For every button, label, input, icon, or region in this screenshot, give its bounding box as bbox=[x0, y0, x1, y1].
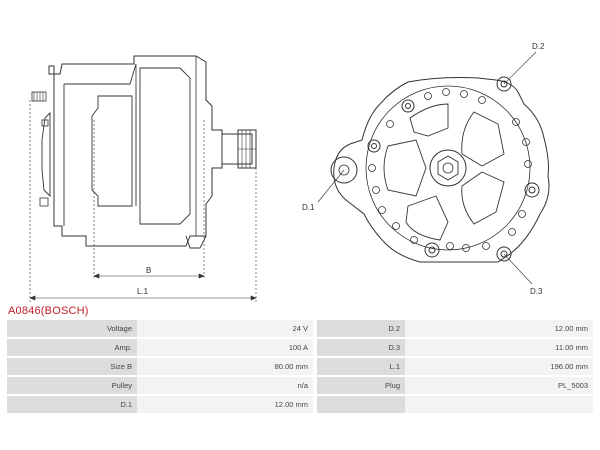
alternator-drawing: B L.1 bbox=[29, 42, 550, 302]
dim-label-d2: D.2 bbox=[532, 42, 545, 51]
spec-gap bbox=[313, 395, 317, 415]
dim-label-d3: D.3 bbox=[530, 287, 543, 296]
spec-value: 12.00 mm bbox=[405, 320, 593, 339]
spec-value: 24 V bbox=[137, 320, 313, 339]
spec-label: Pulley bbox=[7, 376, 137, 396]
spec-value: 12.00 mm bbox=[137, 395, 313, 415]
part-title: A0846(BOSCH) bbox=[8, 305, 89, 317]
spec-label: Plug bbox=[317, 376, 405, 396]
spec-value bbox=[405, 395, 593, 415]
spec-label: Amp. bbox=[7, 338, 137, 358]
spec-value: PL_5003 bbox=[405, 376, 593, 396]
spec-label: D.1 bbox=[7, 395, 137, 415]
front-view bbox=[330, 76, 550, 263]
spec-row: Size B 80.00 mm L.1 196.00 mm bbox=[7, 357, 593, 377]
spec-label: L.1 bbox=[317, 357, 405, 377]
spec-label bbox=[317, 395, 405, 415]
spec-table: Voltage 24 V D.2 12.00 mm Amp. 100 A D.3… bbox=[7, 320, 593, 415]
spec-row: Pulley n/a Plug PL_5003 bbox=[7, 376, 593, 396]
dim-label-d1: D.1 bbox=[302, 203, 315, 212]
spec-row: D.1 12.00 mm bbox=[7, 395, 593, 415]
spec-label: Size B bbox=[7, 357, 137, 377]
spec-value: 80.00 mm bbox=[137, 357, 313, 377]
spec-value: 100 A bbox=[137, 338, 313, 358]
spec-gap bbox=[313, 357, 317, 377]
spec-value: 11.00 mm bbox=[405, 338, 593, 358]
side-view bbox=[31, 55, 257, 249]
spec-value: n/a bbox=[137, 376, 313, 396]
dim-label-b: B bbox=[146, 266, 151, 275]
spec-label: D.3 bbox=[317, 338, 405, 358]
front-leaders bbox=[317, 51, 537, 285]
spec-value: 196.00 mm bbox=[405, 357, 593, 377]
dim-label-l1: L.1 bbox=[137, 287, 149, 296]
spec-row: Voltage 24 V D.2 12.00 mm bbox=[7, 320, 593, 339]
spec-row: Amp. 100 A D.3 11.00 mm bbox=[7, 338, 593, 358]
spec-label: Voltage bbox=[7, 320, 137, 339]
side-dimensions bbox=[29, 100, 257, 302]
spec-gap bbox=[313, 338, 317, 358]
spec-gap bbox=[313, 376, 317, 396]
spec-label: D.2 bbox=[317, 320, 405, 339]
spec-gap bbox=[313, 320, 317, 339]
